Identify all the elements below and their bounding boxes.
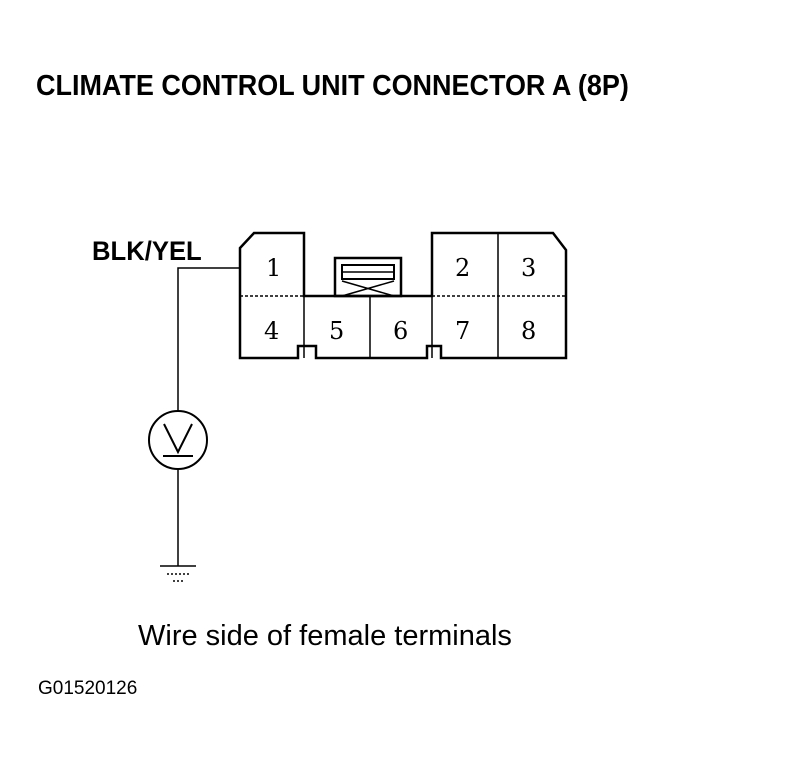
locking-tab	[333, 256, 403, 298]
pin-3: 3	[521, 254, 536, 282]
pin-5: 5	[329, 317, 344, 345]
probe-wire	[177, 267, 240, 411]
pin-6: 6	[393, 317, 408, 345]
pin-4: 4	[264, 317, 279, 345]
diagram-title: CLIMATE CONTROL UNIT CONNECTOR A (8P)	[36, 70, 629, 102]
pin-7: 7	[455, 317, 470, 345]
voltmeter-icon	[148, 410, 208, 470]
pin-8: 8	[521, 317, 536, 345]
ground-icon	[160, 565, 196, 582]
caption: Wire side of female terminals	[138, 620, 512, 652]
wire-color-label: BLK/YEL	[92, 236, 202, 266]
pin-1: 1	[266, 254, 281, 282]
pin-2: 2	[455, 254, 470, 282]
figure-id: G01520126	[38, 678, 138, 699]
